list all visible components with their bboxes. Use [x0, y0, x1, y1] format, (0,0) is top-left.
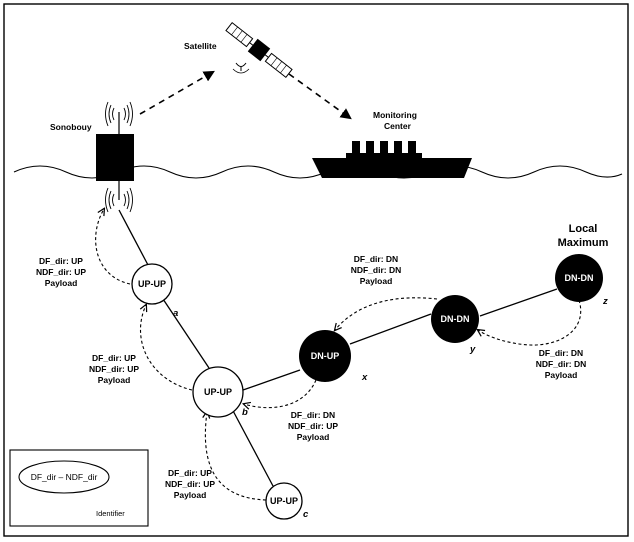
- satellite-icon: [225, 21, 293, 79]
- node-x-letter: x: [361, 372, 368, 383]
- node-z-label: DN-DN: [565, 273, 594, 283]
- packet-arrows: [95, 209, 582, 501]
- packet-label-line: DF_dir: UP: [168, 468, 212, 478]
- packet-label-c-to-b: DF_dir: UP NDF_dir: UP Payload: [165, 468, 215, 500]
- node-a-label: UP-UP: [138, 279, 166, 289]
- network-edges: [118, 209, 558, 487]
- node-c[interactable]: UP-UP: [265, 482, 303, 520]
- packet-label-line: NDF_dir: UP: [288, 421, 338, 431]
- edge-buoy-a: [118, 209, 149, 266]
- arrow-a-to-buoy: [95, 209, 131, 285]
- packet-label-line: NDF_dir: UP: [36, 267, 86, 277]
- legend-box: DF_dir – NDF_dir Identifier: [9, 449, 149, 527]
- arrow-x-to-b: [244, 379, 317, 408]
- node-x[interactable]: DN-UP: [299, 330, 351, 382]
- packet-label-line: DF_dir: DN: [354, 254, 398, 264]
- node-c-letter: c: [303, 509, 309, 520]
- packet-label-z-to-y: DF_dir: DN NDF_dir: DN Payload: [536, 348, 587, 380]
- packet-label-line: Payload: [174, 490, 207, 500]
- node-y[interactable]: DN-DN: [431, 295, 479, 343]
- packet-label-line: Payload: [45, 278, 78, 288]
- packet-label-line: DF_dir: DN: [539, 348, 583, 358]
- node-a[interactable]: UP-UP: [131, 263, 173, 305]
- packet-label-line: Payload: [98, 375, 131, 385]
- packet-label-line: DF_dir: DN: [291, 410, 335, 420]
- node-z-letter: z: [602, 296, 608, 307]
- network-nodes: UP-UP UP-UP UP-UP DN-UP DN-DN DN-DN: [131, 254, 603, 520]
- packet-label-line: Payload: [297, 432, 330, 442]
- edge-x-y: [349, 313, 432, 345]
- packet-label-line: Payload: [545, 370, 578, 380]
- downlink-arrow: [288, 73, 352, 120]
- packet-label-a-to-buoy: DF_dir: UP NDF_dir: UP Payload: [36, 256, 86, 288]
- local-maximum-label-1: Local: [569, 223, 598, 235]
- packet-label-line: NDF_dir: DN: [536, 359, 587, 369]
- node-b-circle: [192, 366, 244, 418]
- legend-ellipse: [18, 460, 110, 494]
- local-maximum-label-2: Maximum: [558, 237, 609, 249]
- edge-b-x: [242, 369, 301, 391]
- arrow-z-to-y: [478, 299, 582, 346]
- node-b[interactable]: UP-UP: [192, 366, 244, 418]
- arrow-b-to-a: [141, 305, 193, 391]
- uplink-arrow: [139, 70, 215, 115]
- node-b-label: UP-UP: [204, 387, 232, 397]
- packet-label-line: NDF_dir: DN: [351, 265, 402, 275]
- node-y-label: DN-DN: [441, 314, 470, 324]
- legend-caption: Identifier: [96, 509, 125, 518]
- edge-a-b: [160, 295, 210, 369]
- ship-icon: [312, 141, 472, 178]
- packet-label-b-to-a: DF_dir: UP NDF_dir: UP Payload: [89, 353, 139, 385]
- node-x-circle: [299, 330, 351, 382]
- monitoring-center-label-1: Monitoring: [373, 110, 417, 120]
- node-c-circle: [265, 482, 303, 520]
- node-x-label: DN-UP: [311, 351, 340, 361]
- node-a-letter: a: [173, 308, 178, 319]
- node-c-label: UP-UP: [270, 496, 298, 506]
- packet-label-line: NDF_dir: UP: [165, 479, 215, 489]
- packet-label-line: DF_dir: UP: [92, 353, 136, 363]
- node-y-circle: [431, 295, 479, 343]
- packet-label-line: DF_dir: UP: [39, 256, 83, 266]
- edge-y-z: [479, 288, 558, 317]
- legend-ellipse-text: DF_dir – NDF_dir: [31, 472, 98, 482]
- packet-label-x-to-b: DF_dir: DN NDF_dir: UP Payload: [288, 410, 338, 442]
- node-z[interactable]: DN-DN: [555, 254, 603, 302]
- monitoring-center-label-2: Center: [384, 121, 412, 131]
- packet-label-line: NDF_dir: UP: [89, 364, 139, 374]
- packet-label-line: Payload: [360, 276, 393, 286]
- arrow-y-to-x: [335, 297, 438, 330]
- diagram-frame: [3, 3, 629, 537]
- node-y-letter: y: [469, 344, 476, 355]
- node-b-letter: b: [242, 407, 248, 418]
- packet-label-y-to-x: DF_dir: DN NDF_dir: DN Payload: [351, 254, 402, 286]
- satellite-label: Satellite: [184, 41, 217, 51]
- sonobuoy-label: Sonobouy: [50, 122, 92, 132]
- edge-b-c: [230, 406, 274, 487]
- sonobuoy-icon: [96, 101, 134, 213]
- arrow-c-to-b: [205, 412, 267, 501]
- node-z-circle: [555, 254, 603, 302]
- node-a-circle: [131, 263, 173, 305]
